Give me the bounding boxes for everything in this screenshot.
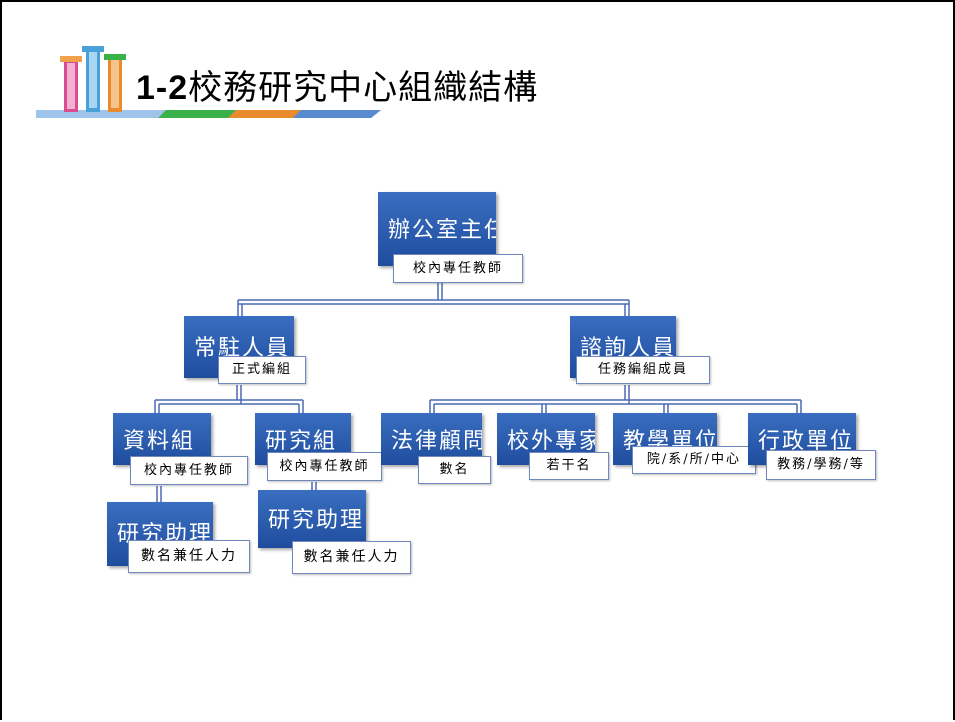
data-group-node: 資料組 bbox=[113, 413, 211, 465]
teaching-unit-role: 院/系/所/中心 bbox=[632, 446, 756, 474]
books-logo-icon bbox=[36, 46, 381, 118]
consultant-staff-role: 任務編組成員 bbox=[576, 356, 710, 384]
legal-advisor-role: 數名 bbox=[418, 456, 491, 484]
title-number: 1-2 bbox=[136, 69, 189, 107]
administrative-unit-role: 教務/學務/等 bbox=[766, 450, 876, 480]
director-node: 辦公室主任 bbox=[378, 192, 496, 266]
external-expert-role: 若干名 bbox=[529, 452, 609, 480]
data-group-role: 校內專任教師 bbox=[130, 456, 248, 485]
research-assistant-node: 研究助理 bbox=[258, 490, 366, 548]
data-assistant-role: 數名兼任人力 bbox=[128, 540, 250, 573]
resident-staff-role: 正式編組 bbox=[218, 356, 306, 384]
title-text: 校務研究中心組織結構 bbox=[188, 68, 539, 108]
research-assistant-role: 數名兼任人力 bbox=[292, 541, 411, 574]
director-role: 校內專任教師 bbox=[393, 254, 523, 283]
slide-title: 1-2校務研究中心組織結構 bbox=[136, 60, 538, 109]
research-group-role: 校內專任教師 bbox=[267, 452, 382, 481]
